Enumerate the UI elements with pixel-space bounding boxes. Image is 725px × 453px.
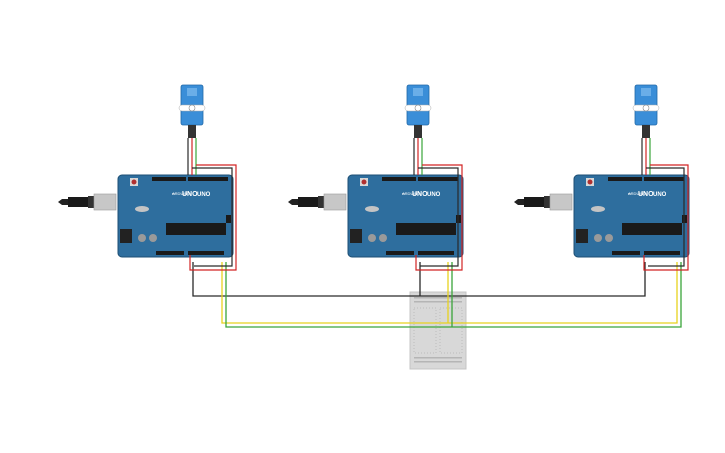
board-1-wires xyxy=(187,138,237,271)
arduino-board-1[interactable]: ARDUINO UNO xyxy=(57,174,234,258)
arduino-board-3[interactable]: ARDUINO UNO xyxy=(513,174,690,258)
board-model-label: UNO xyxy=(427,192,441,198)
servo-3[interactable] xyxy=(632,84,660,139)
breadboard-holes xyxy=(413,297,463,363)
board-logo-text: ARDUINO xyxy=(402,191,420,196)
servo-1[interactable] xyxy=(178,84,206,139)
arduino-board-2[interactable]: ARDUINO UNO xyxy=(287,174,464,258)
board-3-wires xyxy=(641,138,689,271)
board-model-label: UNO xyxy=(197,192,211,198)
board-logo-text: ARDUINO xyxy=(628,191,646,196)
signal-wire-green xyxy=(225,262,682,328)
shared-wires xyxy=(192,262,682,328)
servo-2[interactable] xyxy=(404,84,432,139)
board-2-wires xyxy=(413,138,463,271)
ground-wire xyxy=(192,262,646,297)
breadboard[interactable] xyxy=(409,291,467,370)
signal-wire-yellow xyxy=(221,262,678,324)
board-logo-text: ARDUINO xyxy=(172,191,190,196)
board-model-label: UNO xyxy=(653,192,667,198)
